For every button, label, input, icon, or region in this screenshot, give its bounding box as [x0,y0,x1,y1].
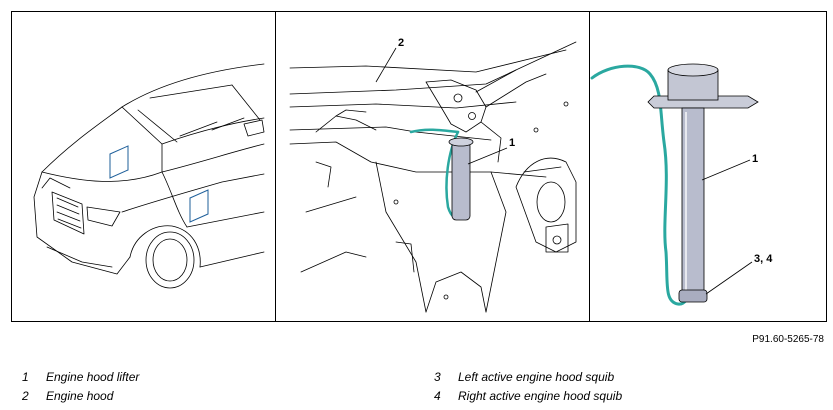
callout-hood: 2 [398,37,404,49]
legend-item: 2 Engine hood [22,387,139,406]
legend-text: Left active engine hood squib [458,370,615,384]
legend-text: Engine hood lifter [46,370,140,384]
installation-detail-panel: 2 1 [276,12,590,321]
legend-right: 3 Left active engine hood squib 4 Right ac… [434,368,622,406]
legend-left: 1 Engine hood lifter 2 Engine hood [22,368,139,406]
legend-number: 1 [22,370,29,384]
vehicle-overview-panel [12,12,276,321]
legend-text: Right active engine hood squib [458,389,623,403]
callout-squibs: 3, 4 [754,253,773,265]
installation-drawing: 2 1 [289,37,577,313]
callout-lifter: 1 [752,153,758,165]
lifter-drawing: 1 3, 4 [590,63,773,306]
legend-item: 4 Right active engine hood squib [434,387,622,406]
legend-item: 3 Left active engine hood squib [434,368,622,387]
lifter-component-panel: 1 3, 4 [590,12,826,321]
legend-text: Engine hood [46,389,114,403]
vehicle-drawing [33,63,265,289]
callout-lifter-detail: 1 [509,137,515,149]
figure-code: P91.60-5265-78 [752,334,824,345]
legend-number: 4 [434,389,441,403]
legend-number: 2 [22,389,29,403]
illustration-frame: 2 1 1 3, 4 [11,11,827,322]
legend-item: 1 Engine hood lifter [22,368,139,387]
legend-number: 3 [434,370,441,384]
